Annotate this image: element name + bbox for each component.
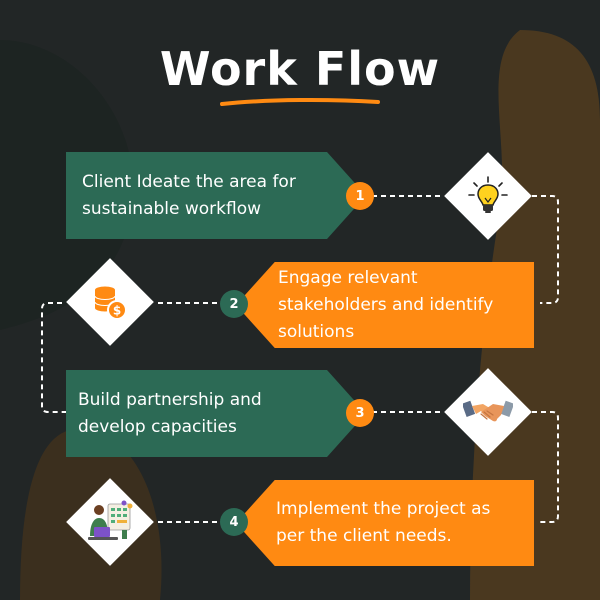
page-title: Work Flow (159, 42, 441, 96)
step-4-number: 4 (220, 508, 248, 536)
person-laptop-icon (80, 492, 140, 552)
step-2-box: Engage relevant stakeholders and identif… (236, 262, 534, 348)
lightbulb-icon (458, 166, 518, 226)
step-2-text: Engage relevant stakeholders and identif… (278, 267, 494, 342)
step-1-box: Client Ideate the area for sustainable w… (66, 152, 366, 239)
step-4-text: Implement the project as per the client … (276, 499, 491, 546)
step-1-number: 1 (346, 182, 374, 210)
step-2-number: 2 (220, 290, 248, 318)
handshake-icon (458, 382, 518, 442)
money-coins-icon: $ (80, 272, 140, 332)
step-1-text: Client Ideate the area for sustainable w… (82, 171, 296, 219)
step-3-text: Build partnership and develop capacities (78, 389, 262, 437)
svg-text:$: $ (113, 304, 121, 318)
step-4-box: Implement the project as per the client … (236, 480, 534, 566)
step-3-number: 3 (346, 399, 374, 427)
step-3-box: Build partnership and develop capacities (66, 370, 366, 457)
